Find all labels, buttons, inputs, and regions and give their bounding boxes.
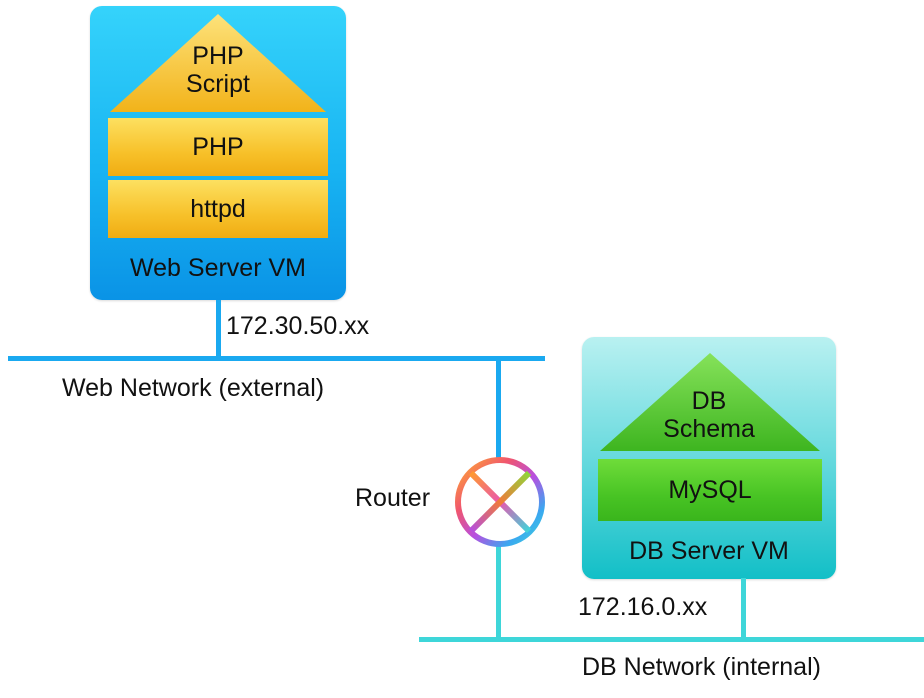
php-layer: PHP [108, 118, 328, 176]
db-schema-roof [600, 353, 820, 451]
httpd-layer: httpd [108, 180, 328, 238]
web-network-label: Web Network (external) [62, 374, 325, 402]
db-schema-label: DB Schema [663, 387, 755, 443]
web-ip-label: 172.30.50.xx [226, 312, 370, 340]
web-network-line [8, 356, 545, 361]
db-network-line [419, 637, 924, 642]
db-ip-label: 172.16.0.xx [578, 593, 708, 621]
php-script-label: PHP Script [186, 42, 250, 98]
db-network-label: DB Network (internal) [582, 653, 821, 681]
web-router-link [496, 359, 501, 459]
db-vm-uplink [741, 578, 746, 639]
router-label: Router [355, 484, 431, 512]
db-server-vm-label: DB Server VM [629, 537, 789, 565]
router-icon [455, 457, 545, 547]
mysql-layer: MySQL [598, 459, 822, 521]
db-server-vm: DB Schema MySQL DB Server VM [582, 337, 836, 579]
web-server-vm-label: Web Server VM [130, 254, 306, 282]
php-script-roof [110, 14, 326, 112]
web-server-vm: PHP Script PHP httpd Web Server VM [90, 6, 346, 300]
web-vm-uplink [216, 300, 221, 359]
db-router-link [496, 544, 501, 642]
